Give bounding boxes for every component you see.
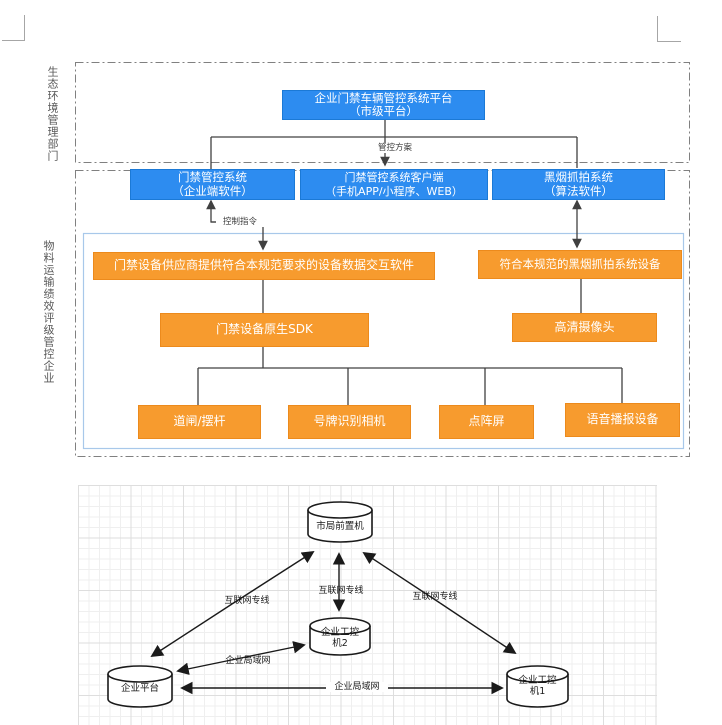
edge-label-internet-center: 互联网专线 <box>318 586 364 596</box>
internet-left-down <box>150 603 233 658</box>
side-label-enterprise: 物料运输绩效评级管控企业 <box>42 240 55 384</box>
node-vendor-software: 门禁设备供应商提供符合本规范要求的设备数据交互软件 <box>93 252 435 280</box>
node-ipc2-label: 企业工控 机2 <box>320 627 359 649</box>
node-platform: 企业门禁车辆管控系统平台 （市级平台） <box>282 90 485 120</box>
node-camera: 高清摄像头 <box>512 313 657 342</box>
node-smoke-device: 符合本规范的黑烟抓拍系统设备 <box>478 250 682 279</box>
network-connectors <box>150 550 517 695</box>
corner-mark-top-left-v <box>24 15 25 41</box>
node-smoke-system: 黑烟抓拍系统 （算法软件） <box>492 169 665 200</box>
edge-label-lan-horizontal: 企业局域网 <box>326 682 388 692</box>
device-group-border <box>82 232 685 450</box>
edge-label-lan-diagonal: 企业局域网 <box>225 656 271 666</box>
node-access-system: 门禁管控系统 （企业端软件） <box>130 169 295 200</box>
cylinder-city-front-body <box>307 510 373 543</box>
cylinder-enterprise-platform-top <box>107 665 173 683</box>
edge-label-plan: 管控方案 <box>371 143 419 153</box>
corner-mark-top-right-h <box>657 41 681 42</box>
corner-mark-top-left-h <box>2 40 25 41</box>
side-label-government: 生态环境管理部门 <box>46 66 59 162</box>
edge-label-internet-right: 互联网专线 <box>412 592 458 602</box>
node-access-client: 门禁管控系统客户端 （手机APP/小程序、WEB） <box>300 169 488 200</box>
internet-left-up <box>231 550 315 605</box>
corner-mark-top-right-v <box>657 16 658 42</box>
node-ipc1-label: 企业工控 机1 <box>518 675 557 697</box>
cylinder-ipc2-top <box>309 617 371 635</box>
node-barrier: 道闸/摆杆 <box>138 405 261 439</box>
node-voice-device: 语音播报设备 <box>565 403 680 437</box>
node-enterprise-platform-label: 企业平台 <box>120 683 159 694</box>
edge-label-internet-left: 互联网专线 <box>224 596 270 606</box>
node-dot-screen: 点阵屏 <box>439 405 534 439</box>
node-city-front-label: 市局前置机 <box>316 521 364 532</box>
lan-diag-right <box>240 640 306 659</box>
edge-label-control: 控制指令 <box>216 217 264 227</box>
cylinder-city-front-top <box>307 501 373 519</box>
internet-right-down <box>439 602 517 655</box>
internet-right-up <box>362 551 441 604</box>
network-cylinders <box>107 501 569 708</box>
cylinder-ipc1-body <box>506 674 569 708</box>
cylinder-enterprise-platform-body <box>107 674 173 708</box>
node-plate-camera: 号牌识别相机 <box>288 405 411 439</box>
node-sdk: 门禁设备原生SDK <box>160 313 369 347</box>
lan-diag-left <box>176 657 242 676</box>
cylinder-ipc1-top <box>506 665 569 683</box>
